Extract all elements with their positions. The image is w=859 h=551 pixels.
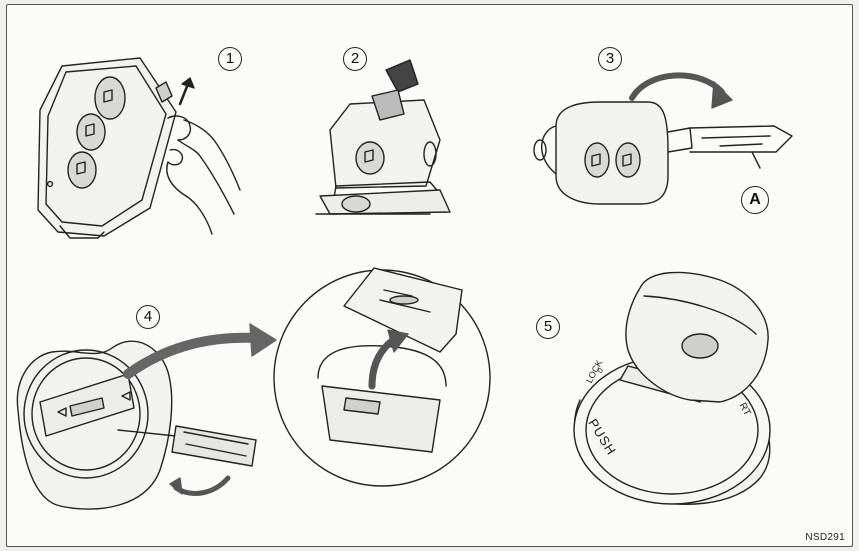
step5-ignition-drawing [573, 271, 771, 505]
callout-a-marker: A [741, 186, 769, 214]
step2-open-fob-drawing [315, 59, 451, 215]
step-4-marker: 4 [136, 305, 160, 329]
step4-zoom-detail-drawing [273, 267, 491, 487]
step3-fob-with-key-drawing [533, 72, 793, 205]
step-3-marker: 3 [598, 47, 622, 71]
step-5-marker: 5 [536, 315, 560, 339]
step-2-marker: 2 [343, 47, 367, 71]
step4-casing-screwdriver-drawing [16, 323, 277, 510]
step1-key-fob-drawing [37, 57, 241, 239]
figure-code: NSD291 [805, 532, 845, 543]
step-1-marker: 1 [218, 47, 242, 71]
